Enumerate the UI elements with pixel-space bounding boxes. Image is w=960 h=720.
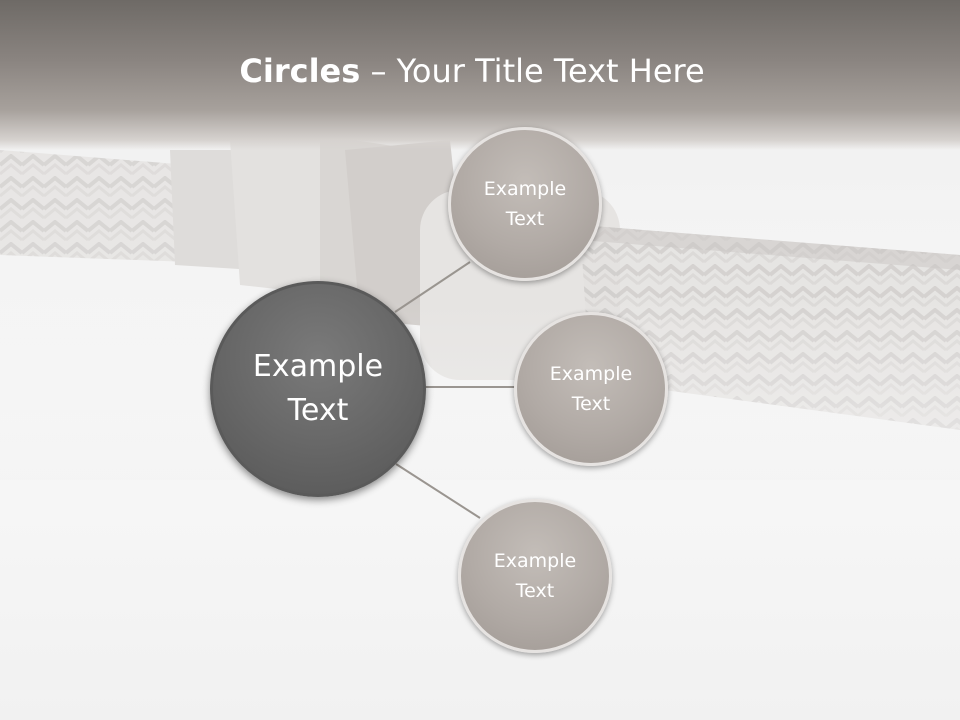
outer-circle-middle: Example Text: [514, 312, 668, 466]
outer-circle-middle-label: Example Text: [549, 363, 633, 415]
connector-top: [394, 261, 471, 313]
center-circle: Example Text: [210, 281, 426, 497]
title-rest: – Your Title Text Here: [360, 52, 705, 90]
center-circle-label: Example Text: [252, 349, 384, 428]
outer-circle-bottom-label: Example Text: [493, 550, 577, 602]
header-band: [0, 0, 960, 150]
page-title: Circles – Your Title Text Here: [0, 52, 944, 90]
outer-circle-bottom: Example Text: [458, 499, 612, 653]
outer-circle-top-label: Example Text: [483, 178, 567, 230]
connector-bottom: [395, 463, 481, 519]
title-bold: Circles: [239, 52, 361, 90]
outer-circle-top: Example Text: [448, 127, 602, 281]
